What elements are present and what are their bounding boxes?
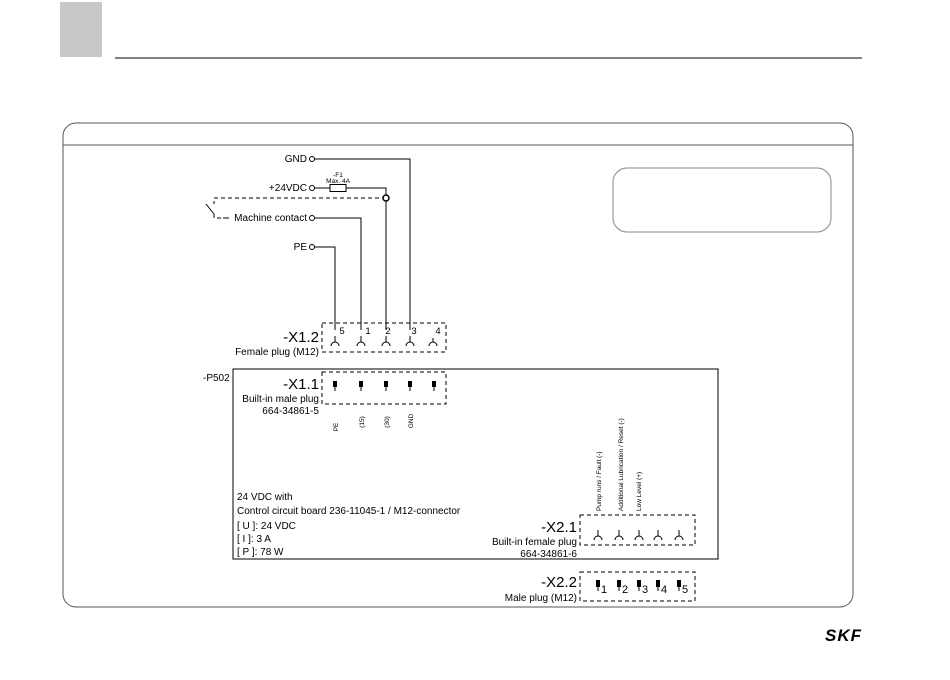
pe-label: PE xyxy=(294,242,308,253)
x21-connector xyxy=(579,514,696,546)
x12-pin: 3 xyxy=(405,326,417,347)
svg-text:2: 2 xyxy=(622,584,628,596)
fuse-rating: Max. 4A xyxy=(326,178,351,185)
x21-pin xyxy=(614,530,624,541)
x12-name: -X1.2 xyxy=(283,329,319,346)
x12-pin: 4 xyxy=(428,326,441,347)
x12-desc: Female plug (M12) xyxy=(235,347,319,358)
board-current: [ I ]: 3 A xyxy=(237,534,271,545)
pe-terminal xyxy=(309,244,315,250)
gnd-label: GND xyxy=(285,154,307,165)
x21-pin xyxy=(653,530,663,541)
x11-pin xyxy=(384,381,388,391)
svg-text:1: 1 xyxy=(601,584,607,596)
x11-pin-labels: PE (15) (30) GND xyxy=(333,413,415,431)
x22-pin: 2 xyxy=(617,580,628,596)
x21-pins xyxy=(593,530,684,541)
junction-dot xyxy=(382,194,390,202)
gnd-terminal xyxy=(309,156,315,162)
fuse-symbol xyxy=(329,184,347,192)
x12-pin: 2 xyxy=(381,326,391,347)
x22-pin: 1 xyxy=(596,580,607,596)
x21-name: -X2.1 xyxy=(541,519,577,536)
x11-pin-label: (15) xyxy=(359,416,366,428)
x11-name: -X1.1 xyxy=(283,376,319,393)
x11-pin xyxy=(432,381,436,391)
x21-part: 664-34861-6 xyxy=(520,549,577,560)
board-power: [ P ]: 78 W xyxy=(237,547,284,558)
x11-connector xyxy=(321,371,447,405)
x11-part: 664-34861-5 xyxy=(262,406,319,417)
svg-text:4: 4 xyxy=(435,326,440,337)
vdc-terminal xyxy=(309,185,315,191)
x11-pin-label: (30) xyxy=(384,416,391,428)
signal-additional-lubrication: Additional Lubrication / Reset (-) xyxy=(618,418,625,511)
svg-text:4: 4 xyxy=(661,584,667,596)
svg-text:3: 3 xyxy=(642,584,648,596)
svg-text:3: 3 xyxy=(411,326,416,337)
x21-pin xyxy=(593,530,603,541)
wiring xyxy=(205,158,411,330)
x11-pin xyxy=(359,381,363,391)
svg-text:5: 5 xyxy=(339,326,344,337)
svg-text:1: 1 xyxy=(365,326,370,337)
board-line1: 24 VDC with xyxy=(237,492,293,503)
x12-pins: 5 1 2 3 4 xyxy=(330,326,441,347)
x11-pin-label: PE xyxy=(333,422,340,431)
x21-pin xyxy=(634,530,644,541)
board-voltage: [ U ]: 24 VDC xyxy=(237,521,296,532)
x21-pin xyxy=(674,530,684,541)
signal-low-level: Low Level (+) xyxy=(636,472,643,511)
svg-text:5: 5 xyxy=(682,584,688,596)
diagram-panel xyxy=(62,122,854,608)
x11-pin xyxy=(408,381,412,391)
x11-desc: Built-in male plug xyxy=(242,394,319,405)
signal-pump-runs: Pump runs / Fault (-) xyxy=(596,451,603,511)
x22-desc: Male plug (M12) xyxy=(505,593,577,604)
x12-pin: 1 xyxy=(356,326,371,347)
x22-pin: 5 xyxy=(677,580,688,596)
x22-pins: 1 2 3 4 5 xyxy=(596,580,688,596)
x12-pin: 5 xyxy=(330,326,345,347)
fuse-label: -F1 xyxy=(333,172,343,179)
skf-logo: SKF xyxy=(825,626,862,645)
x22-name: -X2.2 xyxy=(541,574,577,591)
svg-text:2: 2 xyxy=(385,326,390,337)
x11-pin xyxy=(333,381,337,391)
vdc-label: +24VDC xyxy=(269,183,307,194)
x22-pin: 4 xyxy=(656,580,667,596)
machine-contact-label: Machine contact xyxy=(234,213,307,224)
header-block xyxy=(60,2,102,57)
board-line2: Control circuit board 236-11045-1 / M12-… xyxy=(237,506,461,517)
machine-contact-terminal xyxy=(309,215,315,221)
x22-connector xyxy=(579,571,696,602)
x21-desc: Built-in female plug xyxy=(492,537,577,548)
device-box xyxy=(232,368,719,560)
x22-pin: 3 xyxy=(637,580,648,596)
x11-pins xyxy=(333,381,436,391)
x11-pin-label: GND xyxy=(408,413,415,428)
note-box xyxy=(612,167,832,233)
device-name: -P502 xyxy=(203,373,230,384)
